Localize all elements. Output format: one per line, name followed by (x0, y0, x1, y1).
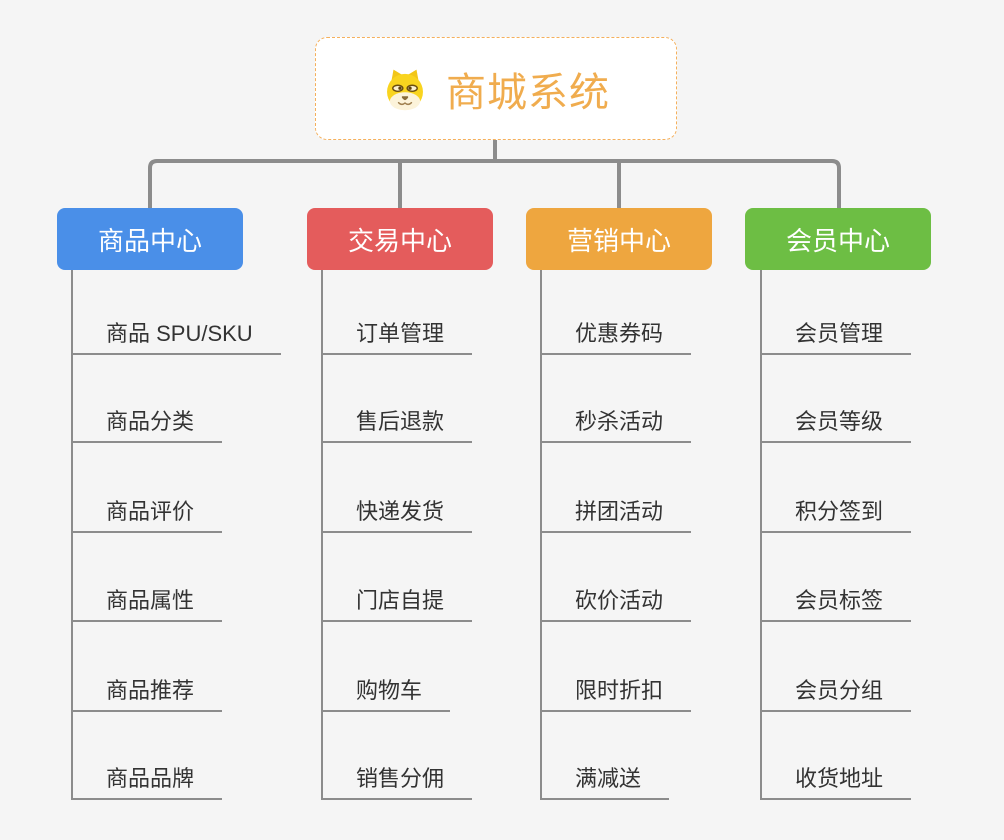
branch-trunk-line (71, 270, 73, 800)
leaf-node[interactable]: 商品评价 (72, 498, 223, 533)
leaf-node[interactable]: 商品推荐 (72, 677, 223, 712)
leaf-node[interactable]: 门店自提 (322, 587, 473, 622)
leaf-node[interactable]: 销售分佣 (322, 765, 473, 800)
leaf-node[interactable]: 优惠券码 (541, 320, 692, 355)
branch-trunk-line (321, 270, 323, 800)
branch-trunk-line (540, 270, 542, 800)
branch-bus-line (148, 159, 841, 208)
branch-node-product-center[interactable]: 商品中心 (57, 208, 243, 270)
branch-trunk-line (760, 270, 762, 800)
leaf-node[interactable]: 会员管理 (761, 320, 912, 355)
leaf-node[interactable]: 会员等级 (761, 408, 912, 443)
branch-node-trade-center[interactable]: 交易中心 (307, 208, 493, 270)
branch-node-marketing-center[interactable]: 营销中心 (526, 208, 712, 270)
leaf-node[interactable]: 售后退款 (322, 408, 473, 443)
branch-node-member-center[interactable]: 会员中心 (745, 208, 931, 270)
root-title: 商城系统 (446, 70, 610, 115)
leaf-node[interactable]: 商品 SPU/SKU (72, 320, 281, 355)
leaf-node[interactable]: 会员标签 (761, 587, 912, 622)
leaf-node[interactable]: 商品属性 (72, 587, 223, 622)
leaf-node[interactable]: 砍价活动 (541, 587, 692, 622)
leaf-node[interactable]: 拼团活动 (541, 498, 692, 533)
root-node[interactable]: 商城系统 (315, 37, 677, 140)
doge-icon (382, 66, 428, 112)
leaf-node[interactable]: 满减送 (541, 765, 670, 800)
leaf-node[interactable]: 快递发货 (322, 498, 473, 533)
leaf-node[interactable]: 购物车 (322, 677, 451, 712)
leaf-node[interactable]: 商品品牌 (72, 765, 223, 800)
leaf-node[interactable]: 积分签到 (761, 498, 912, 533)
leaf-node[interactable]: 限时折扣 (541, 677, 692, 712)
leaf-node[interactable]: 会员分组 (761, 677, 912, 712)
leaf-node[interactable]: 收货地址 (761, 765, 912, 800)
leaf-node[interactable]: 订单管理 (322, 320, 473, 355)
leaf-node[interactable]: 商品分类 (72, 408, 223, 443)
leaf-node[interactable]: 秒杀活动 (541, 408, 692, 443)
